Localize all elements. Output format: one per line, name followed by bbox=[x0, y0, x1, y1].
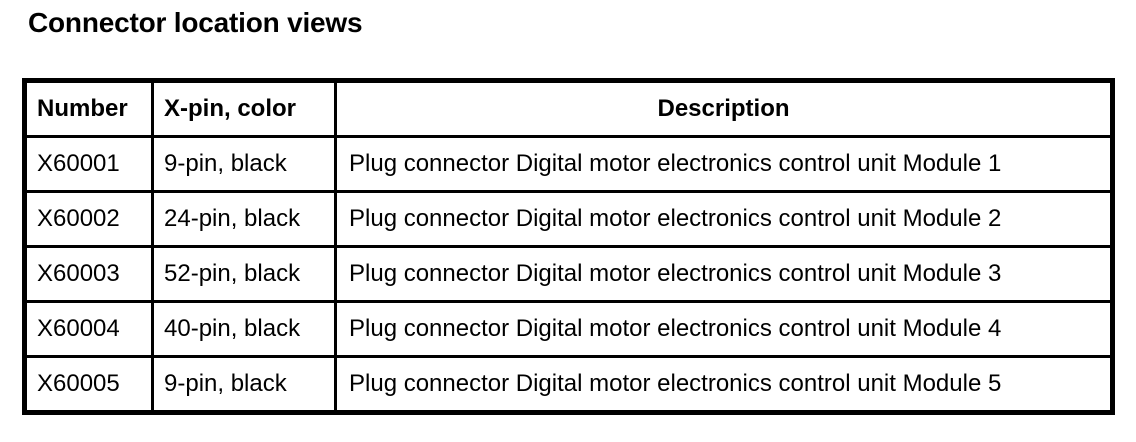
cell-number: X60002 bbox=[23, 190, 154, 248]
cell-description: Plug connector Digital motor electronics… bbox=[334, 245, 1114, 303]
cell-number: X60003 bbox=[23, 245, 154, 303]
table-row: X60003 52-pin, black Plug connector Digi… bbox=[23, 245, 1114, 303]
column-header-xpin-color: X-pin, color bbox=[151, 79, 337, 138]
cell-xpin-color: 9-pin, black bbox=[151, 135, 337, 193]
cell-description: Plug connector Digital motor electronics… bbox=[334, 190, 1114, 248]
cell-description: Plug connector Digital motor electronics… bbox=[334, 355, 1114, 414]
cell-number: X60004 bbox=[23, 300, 154, 358]
connector-location-table: Number X-pin, color Description X60001 9… bbox=[22, 78, 1115, 415]
cell-number: X60005 bbox=[23, 355, 154, 414]
connector-table-container: Number X-pin, color Description X60001 9… bbox=[22, 78, 1115, 415]
table-header-row: Number X-pin, color Description bbox=[23, 79, 1114, 138]
table-body: X60001 9-pin, black Plug connector Digit… bbox=[23, 135, 1114, 414]
cell-xpin-color: 52-pin, black bbox=[151, 245, 337, 303]
table-row: X60004 40-pin, black Plug connector Digi… bbox=[23, 300, 1114, 358]
cell-xpin-color: 24-pin, black bbox=[151, 190, 337, 248]
cell-description: Plug connector Digital motor electronics… bbox=[334, 300, 1114, 358]
table-row: X60001 9-pin, black Plug connector Digit… bbox=[23, 135, 1114, 193]
table-row: X60005 9-pin, black Plug connector Digit… bbox=[23, 355, 1114, 414]
cell-xpin-color: 9-pin, black bbox=[151, 355, 337, 414]
cell-number: X60001 bbox=[23, 135, 154, 193]
page-title: Connector location views bbox=[28, 7, 363, 38]
cell-xpin-color: 40-pin, black bbox=[151, 300, 337, 358]
cell-description: Plug connector Digital motor electronics… bbox=[334, 135, 1114, 193]
column-header-number: Number bbox=[23, 79, 154, 138]
table-row: X60002 24-pin, black Plug connector Digi… bbox=[23, 190, 1114, 248]
table-header: Number X-pin, color Description bbox=[23, 79, 1114, 138]
column-header-description: Description bbox=[334, 79, 1114, 138]
